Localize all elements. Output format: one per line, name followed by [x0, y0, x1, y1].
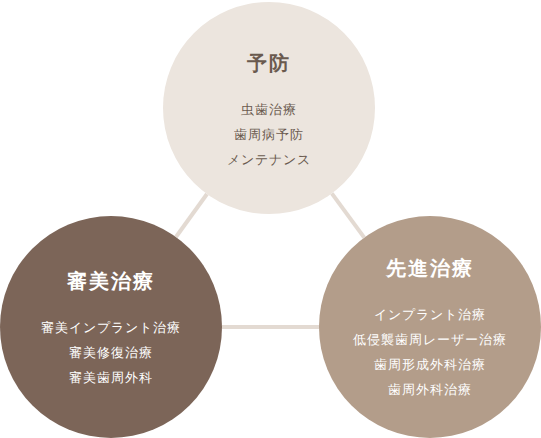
category-circle: 先進治療インプラント治療低侵襲歯周レーザー治療歯周形成外科治療歯周外科治療 — [319, 216, 541, 438]
treatment-item: インプラント治療 — [374, 302, 486, 327]
connector-line — [222, 325, 319, 329]
treatment-item: 歯周形成外科治療 — [374, 352, 486, 377]
circle-fill — [319, 216, 541, 438]
circle-content: 先進治療インプラント治療低侵襲歯周レーザー治療歯周形成外科治療歯周外科治療 — [319, 216, 541, 438]
treatment-item: 低侵襲歯周レーザー治療 — [353, 327, 507, 352]
circle-heading: 先進治療 — [386, 255, 474, 282]
treatment-item: 審美歯周外科 — [69, 365, 153, 390]
treatment-item: 歯周病予防 — [234, 122, 304, 147]
circle-content: 審美治療審美インプラント治療審美修復治療審美歯周外科 — [0, 216, 222, 438]
connector-line — [332, 193, 364, 237]
treatment-item: 虫歯治療 — [241, 97, 297, 122]
treatment-item: 歯周外科治療 — [388, 377, 472, 402]
treatment-item: 審美インプラント治療 — [41, 315, 181, 340]
category-circle: 審美治療審美インプラント治療審美修復治療審美歯周外科 — [0, 216, 222, 438]
circle-content: 予防虫歯治療歯周病予防メンテナンス — [163, 2, 375, 214]
circle-fill — [163, 2, 375, 214]
category-circle: 予防虫歯治療歯周病予防メンテナンス — [163, 2, 375, 214]
circle-heading: 審美治療 — [67, 268, 155, 295]
circle-outline — [319, 216, 541, 438]
treatment-item: メンテナンス — [227, 147, 311, 172]
circle-fill — [0, 216, 222, 438]
treatment-item: 審美修復治療 — [69, 340, 153, 365]
circle-heading: 予防 — [247, 50, 291, 77]
connector-line — [176, 194, 207, 237]
